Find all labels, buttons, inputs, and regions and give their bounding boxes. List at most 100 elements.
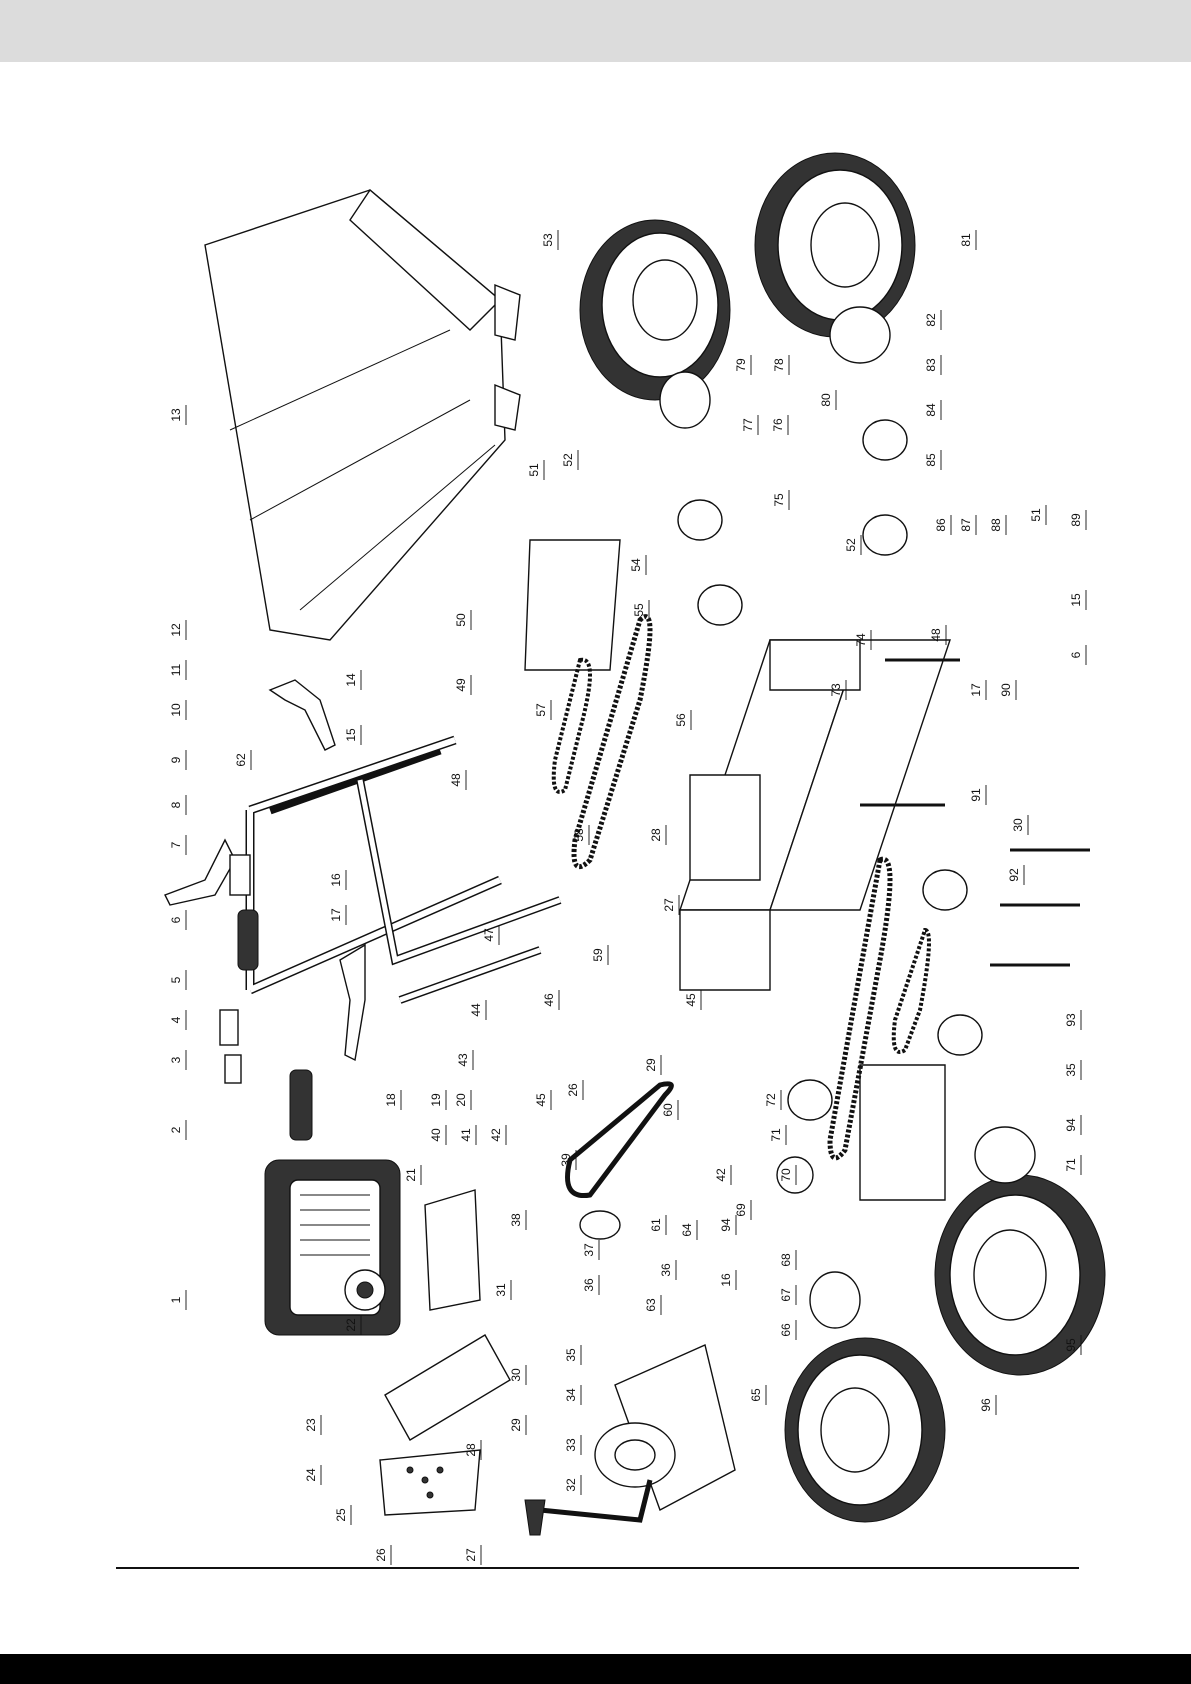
callout-23: 23 (304, 1418, 318, 1432)
callout-95: 95 (1064, 1338, 1078, 1352)
callout-43: 43 (456, 1053, 470, 1067)
callout-47: 47 (482, 928, 496, 942)
rear-right-wheel (754, 152, 916, 338)
callout-17: 17 (969, 683, 983, 697)
callout-48: 48 (449, 773, 463, 787)
callout-42: 42 (489, 1128, 503, 1142)
callout-75: 75 (772, 493, 786, 507)
callout-69: 69 (734, 1203, 748, 1217)
callout-36: 36 (659, 1263, 673, 1277)
callout-51: 51 (1029, 508, 1043, 522)
callout-40: 40 (429, 1128, 443, 1142)
callout-71: 71 (1064, 1158, 1078, 1172)
callout-17: 17 (329, 908, 343, 922)
callout-62: 62 (234, 753, 248, 767)
callout-10: 10 (169, 703, 183, 717)
callout-88: 88 (989, 518, 1003, 532)
callout-80: 80 (819, 393, 833, 407)
callout-82: 82 (924, 313, 938, 327)
footer-band (0, 1654, 1191, 1684)
callout-39: 39 (559, 1153, 573, 1167)
callout-26: 26 (566, 1083, 580, 1097)
callout-30: 30 (1011, 818, 1025, 832)
handlebar-frame (245, 735, 562, 1004)
callout-93: 93 (1064, 1013, 1078, 1027)
callout-68: 68 (779, 1253, 793, 1267)
callout-50: 50 (454, 613, 468, 627)
callout-49: 49 (454, 678, 468, 692)
callout-35: 35 (564, 1348, 578, 1362)
callout-6: 6 (1069, 651, 1083, 658)
callout-8: 8 (169, 801, 183, 808)
callout-45: 45 (534, 1093, 548, 1107)
skid-plate-right (859, 1064, 946, 1201)
rear-left-wheel (579, 219, 731, 401)
callout-56: 56 (674, 713, 688, 727)
callout-19: 19 (429, 1093, 443, 1107)
callout-84: 84 (924, 403, 938, 417)
callout-32: 32 (564, 1478, 578, 1492)
callout-60: 60 (661, 1103, 675, 1117)
callout-33: 33 (564, 1438, 578, 1452)
callout-28: 28 (649, 828, 663, 842)
callout-31: 31 (494, 1283, 508, 1297)
guard-plates (379, 1334, 511, 1516)
callout-73: 73 (829, 683, 843, 697)
callout-38: 38 (509, 1213, 523, 1227)
callout-55: 55 (632, 603, 646, 617)
callout-36: 36 (582, 1278, 596, 1292)
drive-frame (679, 639, 951, 991)
callout-9: 9 (169, 756, 183, 763)
callout-41: 41 (459, 1128, 473, 1142)
callout-52: 52 (844, 538, 858, 552)
callout-89: 89 (1069, 513, 1083, 527)
callout-70: 70 (779, 1168, 793, 1182)
callout-91: 91 (969, 788, 983, 802)
drive-chains (551, 614, 931, 1161)
callout-78: 78 (772, 358, 786, 372)
callout-61: 61 (649, 1218, 663, 1232)
front-right-wheel (934, 1174, 1106, 1376)
callout-4: 4 (169, 1016, 183, 1023)
callout-46: 46 (542, 993, 556, 1007)
callout-76: 76 (771, 418, 785, 432)
callout-71: 71 (769, 1128, 783, 1142)
callout-21: 21 (404, 1168, 418, 1182)
header-band (0, 0, 1191, 62)
callout-48: 48 (929, 628, 943, 642)
callout-65: 65 (749, 1388, 763, 1402)
callout-30: 30 (509, 1368, 523, 1382)
grips (237, 909, 313, 1141)
callout-18: 18 (384, 1093, 398, 1107)
callout-2: 2 (169, 1126, 183, 1133)
callout-58: 58 (572, 828, 586, 842)
callout-35: 35 (1064, 1063, 1078, 1077)
callout-66: 66 (779, 1323, 793, 1337)
v-belt (565, 1081, 674, 1199)
callout-64: 64 (680, 1223, 694, 1237)
callout-34: 34 (564, 1388, 578, 1402)
transmission (524, 1344, 736, 1536)
callout-22: 22 (344, 1318, 358, 1332)
callout-37: 37 (582, 1243, 596, 1257)
callout-86: 86 (934, 518, 948, 532)
callout-12: 12 (169, 623, 183, 637)
callout-1: 1 (169, 1296, 183, 1303)
callout-27: 27 (464, 1548, 478, 1562)
callout-63: 63 (644, 1298, 658, 1312)
callout-25: 25 (334, 1508, 348, 1522)
engine-mount-plate (424, 1189, 481, 1311)
callout-29: 29 (509, 1418, 523, 1432)
callout-51: 51 (527, 463, 541, 477)
hubs-and-shafts (579, 306, 1036, 1329)
engine (264, 1159, 401, 1336)
callout-24: 24 (304, 1468, 318, 1482)
callout-28: 28 (464, 1443, 478, 1457)
callout-77: 77 (741, 418, 755, 432)
callout-67: 67 (779, 1288, 793, 1302)
callout-5: 5 (169, 976, 183, 983)
long-bolts (860, 658, 1090, 967)
callout-44: 44 (469, 1003, 483, 1017)
callout-14: 14 (344, 673, 358, 687)
